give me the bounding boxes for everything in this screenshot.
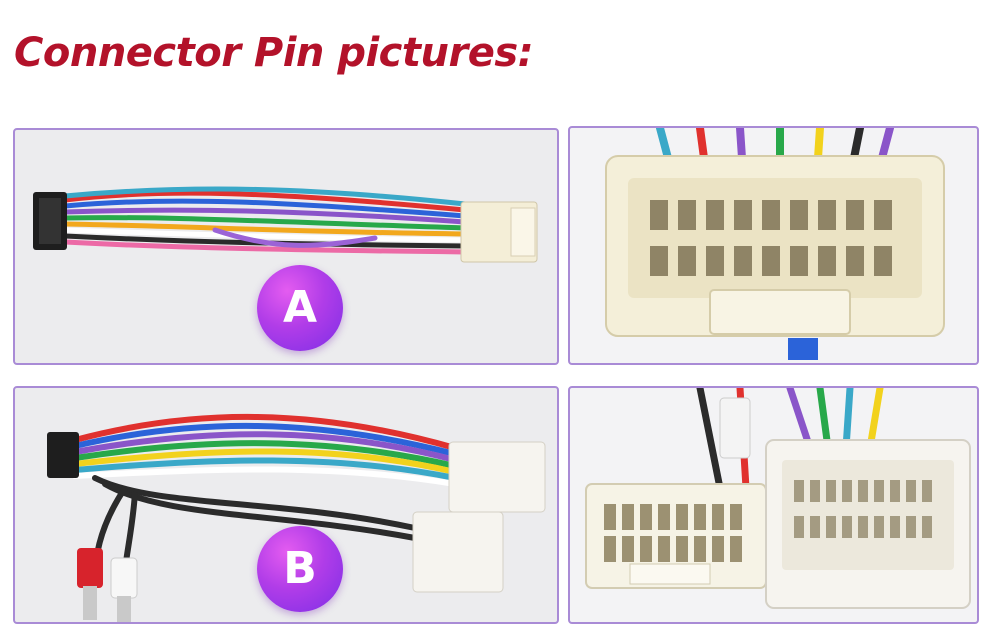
harness-a-illustration	[33, 186, 538, 263]
badge-b: B	[257, 526, 343, 612]
badge-a: A	[257, 265, 343, 351]
connectors-pair-photo	[568, 386, 979, 624]
connector-closeup-illustration	[605, 128, 945, 360]
harness-b-illustration	[47, 413, 546, 622]
connector-closeup-photo	[568, 126, 979, 365]
page-title: Connector Pin pictures:	[14, 30, 534, 76]
connectors-pair-illustration	[585, 388, 971, 609]
harness-a-photo: A	[13, 128, 559, 365]
harness-b-photo: B	[13, 386, 559, 624]
